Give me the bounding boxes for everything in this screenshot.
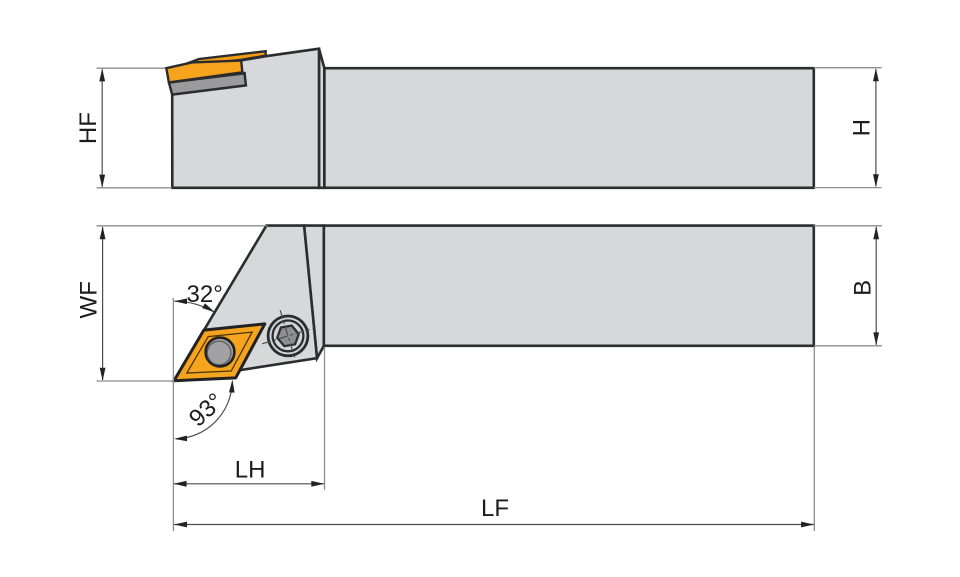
svg-text:B: B — [849, 280, 876, 296]
svg-text:H: H — [849, 119, 876, 136]
svg-text:LF: LF — [481, 495, 509, 522]
svg-text:WF: WF — [75, 281, 102, 318]
svg-text:32°: 32° — [187, 281, 223, 308]
svg-text:LH: LH — [235, 457, 266, 484]
svg-text:HF: HF — [75, 112, 102, 144]
